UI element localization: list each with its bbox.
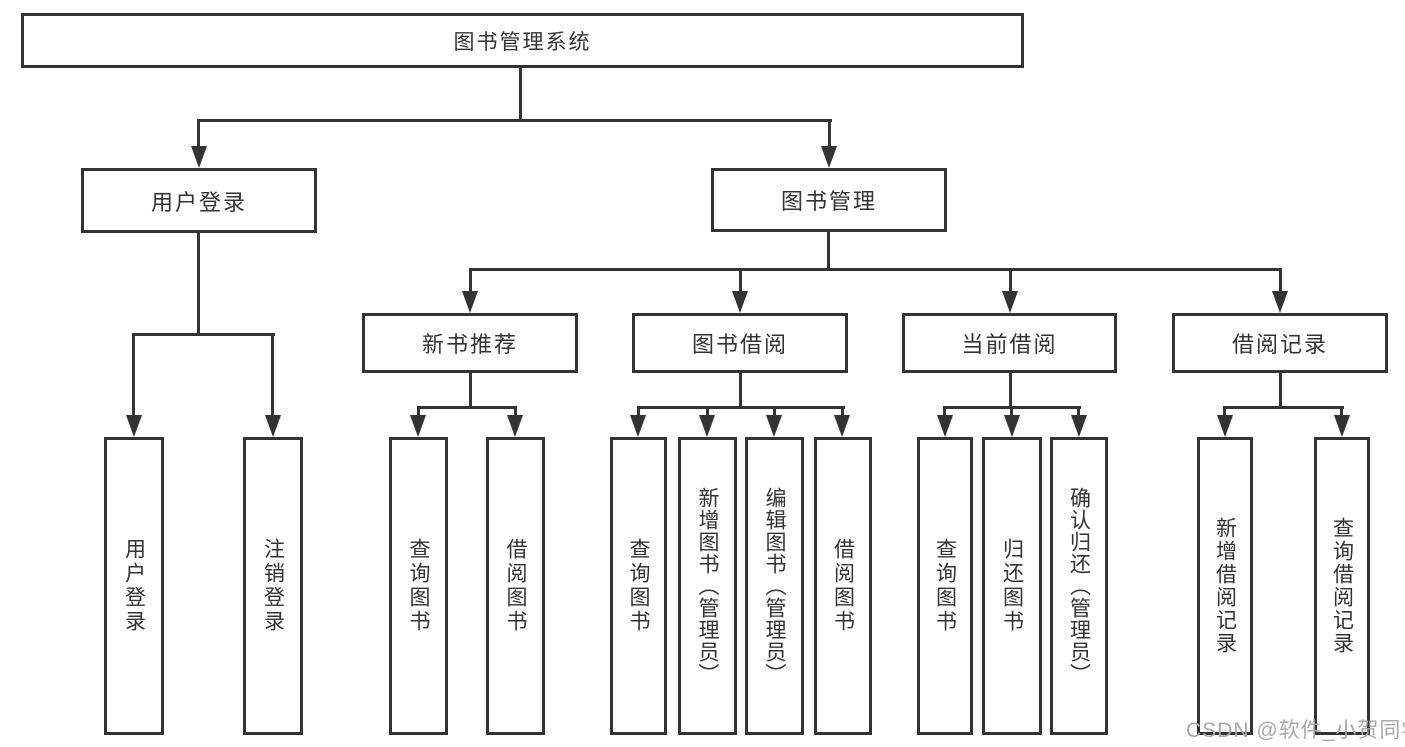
- connector-stem-new-books: [469, 268, 472, 292]
- leaf-query-books-current: 查询图书: [917, 437, 973, 735]
- connector-newbooks-branch: [417, 406, 517, 409]
- node-borrow-records: 借阅记录: [1172, 313, 1388, 373]
- leaf-borrow-books-recommend: 借阅图书: [486, 437, 545, 735]
- csdn-watermark: CSDN @软件_小贺同学: [1186, 719, 1405, 742]
- connector-stem-bb-edit: [773, 406, 776, 418]
- arrowhead-book-borrow: [732, 291, 748, 313]
- arrowhead-bb-add: [699, 415, 715, 437]
- connector-bookborrow-branch: [637, 406, 845, 409]
- arrowhead-borrow-records: [1272, 291, 1288, 313]
- leaf-return-books: 归还图书: [982, 437, 1042, 735]
- arrowhead-leaf-logout: [265, 415, 281, 437]
- leaf-logout: 注销登录: [243, 437, 303, 735]
- leaf-add-book-admin: 新增图书（管理员）: [678, 437, 737, 735]
- connector-currentborrow-trunk: [1009, 371, 1012, 408]
- node-user-login: 用户登录: [81, 168, 317, 233]
- connector-root-branch: [197, 119, 832, 122]
- connector-stem-nb-query: [417, 406, 420, 418]
- connector-stem-br-query: [1340, 406, 1343, 418]
- leaf-user-login: 用户登录: [104, 437, 164, 735]
- arrowhead-nb-borrow: [507, 415, 523, 437]
- leaf-query-books-recommend: 查询图书: [389, 437, 448, 735]
- connector-stem-bb-query: [637, 406, 640, 418]
- arrowhead-br-query: [1334, 415, 1350, 437]
- leaf-confirm-return-admin: 确认归还（管理员）: [1050, 437, 1108, 735]
- connector-stem-book-mgmt: [828, 119, 831, 148]
- arrowhead-leaf-login: [126, 415, 142, 437]
- arrowhead-new-books: [462, 291, 478, 313]
- connector-stem-borrow-records: [1279, 268, 1282, 292]
- node-new-book-recommend: 新书推荐: [362, 313, 578, 373]
- connector-borrowrecords-trunk: [1279, 371, 1282, 408]
- node-book-borrow: 图书借阅: [632, 313, 848, 373]
- arrowhead-cb-return: [1004, 415, 1020, 437]
- arrowhead-book-mgmt: [821, 146, 837, 168]
- connector-stem-cb-return: [1010, 406, 1013, 418]
- connector-stem-bb-add: [706, 406, 709, 418]
- connector-stem-bb-borrow: [841, 406, 844, 418]
- connector-bookborrow-trunk: [739, 371, 742, 408]
- connector-userlogin-branch: [132, 333, 275, 336]
- connector-stem-br-add: [1223, 406, 1226, 418]
- connector-bookmgmt-trunk: [827, 230, 830, 271]
- arrowhead-bb-borrow: [834, 415, 850, 437]
- connector-bookmgmt-branch: [469, 268, 1282, 271]
- leaf-query-borrow-record: 查询借阅记录: [1314, 437, 1370, 735]
- connector-stem-user-login: [197, 119, 200, 148]
- node-root: 图书管理系统: [21, 13, 1024, 68]
- node-current-borrow: 当前借阅: [902, 313, 1117, 373]
- connector-borrowrecords-branch: [1223, 406, 1344, 409]
- leaf-query-books-borrow: 查询图书: [610, 437, 667, 735]
- leaf-borrow-books: 借阅图书: [814, 437, 872, 735]
- arrowhead-nb-query: [410, 415, 426, 437]
- leaf-add-borrow-record: 新增借阅记录: [1197, 437, 1253, 735]
- connector-stem-cb-confirm: [1077, 406, 1080, 418]
- arrowhead-cb-confirm: [1071, 415, 1087, 437]
- connector-stem-cb-query: [943, 406, 946, 418]
- arrowhead-current-borrow: [1002, 291, 1018, 313]
- arrowhead-bb-edit: [766, 415, 782, 437]
- connector-stem-leaf-logout: [271, 333, 274, 416]
- leaf-edit-book-admin: 编辑图书（管理员）: [745, 437, 804, 735]
- connector-userlogin-trunk: [197, 230, 200, 335]
- arrowhead-cb-query: [937, 415, 953, 437]
- connector-newbooks-trunk: [469, 371, 472, 408]
- connector-stem-leaf-login: [132, 333, 135, 416]
- connector-root-trunk: [519, 66, 522, 121]
- arrowhead-bb-query: [630, 415, 646, 437]
- connector-stem-current-borrow: [1009, 268, 1012, 292]
- connector-stem-nb-borrow: [514, 406, 517, 418]
- node-book-management: 图书管理: [711, 168, 947, 232]
- arrowhead-br-add: [1217, 415, 1233, 437]
- connector-stem-book-borrow: [739, 268, 742, 292]
- arrowhead-user-login: [191, 146, 207, 168]
